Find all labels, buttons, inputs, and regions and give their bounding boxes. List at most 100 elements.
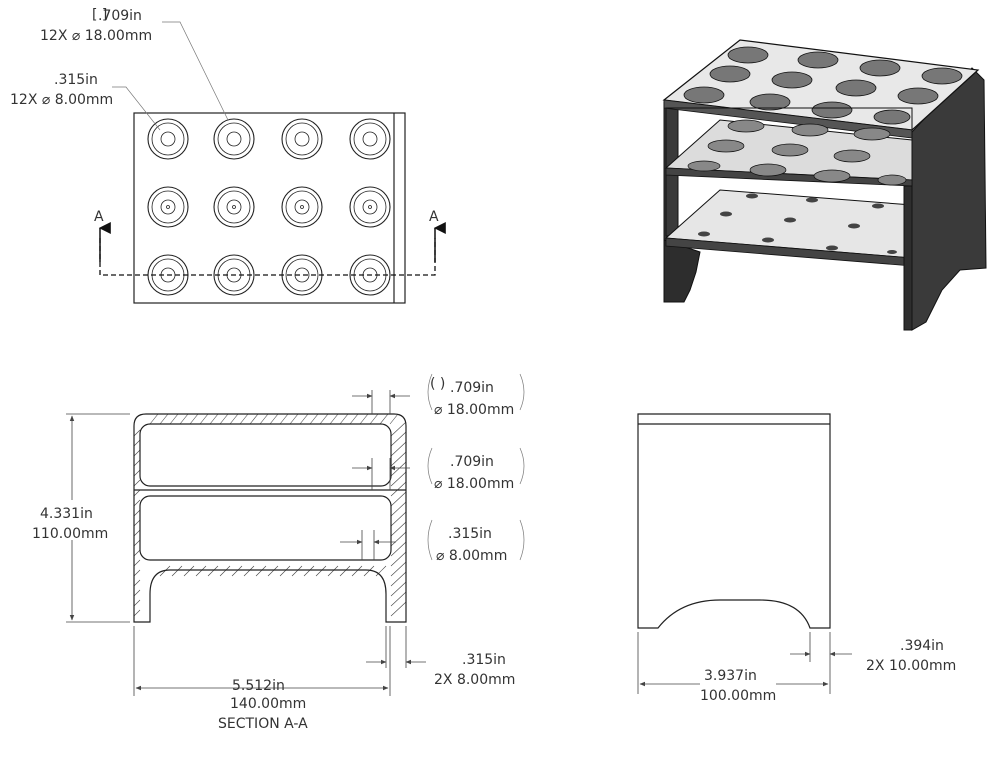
callout-small-mm: 12X ⌀ 8.00mm xyxy=(10,92,113,108)
top-hole xyxy=(213,118,255,160)
callout-large-in: .709in xyxy=(98,8,142,24)
hatch-line xyxy=(390,551,407,567)
hatch-line xyxy=(133,499,141,507)
hatch-line xyxy=(133,519,141,527)
top-hole xyxy=(281,118,323,160)
hatch-line xyxy=(369,413,379,425)
hatch-line xyxy=(133,439,141,447)
hatch-line xyxy=(255,565,267,577)
hatch-line xyxy=(133,589,141,597)
section-caption: SECTION A-A xyxy=(218,716,308,732)
hatch-line xyxy=(390,521,407,537)
hatch-line xyxy=(133,569,141,577)
hatch-line xyxy=(207,565,219,577)
callout-brackets xyxy=(427,373,525,561)
iso-left-foot xyxy=(663,239,701,303)
hatch-line xyxy=(390,451,407,467)
hatch-line xyxy=(133,489,141,497)
hatch-line xyxy=(249,413,259,425)
hatch-line xyxy=(133,479,141,487)
hatch-line xyxy=(390,501,407,517)
hatch-line xyxy=(133,559,141,567)
hole-top-mm: ⌀ 18.00mm xyxy=(434,402,514,418)
foot-in: .394in xyxy=(900,638,944,654)
hatch-line xyxy=(133,469,141,477)
section-lower-cavity xyxy=(139,495,392,561)
hatch-line xyxy=(269,413,279,425)
callout-large-mm: 12X ⌀ 18.00mm xyxy=(40,28,152,44)
side-width-label-bg xyxy=(700,664,776,704)
iso-top-holes xyxy=(683,46,963,125)
section-hatch xyxy=(133,413,407,617)
hatch-line xyxy=(199,413,209,425)
hatch-line xyxy=(133,429,141,437)
hatch-line xyxy=(243,565,255,577)
hatch-line xyxy=(351,565,363,577)
hatch-line xyxy=(179,413,189,425)
side-view: 3.937in 100.00mm .394in 2X 10.00mm xyxy=(637,413,956,704)
hole-mid-in: .709in xyxy=(450,454,494,470)
section-label-right: A xyxy=(429,209,439,225)
side-view-outline xyxy=(637,413,831,629)
hatch-line xyxy=(390,441,407,457)
hatch-line xyxy=(390,591,407,607)
hatch-line xyxy=(279,565,291,577)
hatch-line xyxy=(390,431,407,447)
hatch-line xyxy=(133,529,141,537)
top-view: A A [ ] .709in 12X ⌀ 18.00mm .315in 12X … xyxy=(10,7,446,304)
hatch-line xyxy=(259,413,269,425)
width-in: 5.512in xyxy=(232,678,285,694)
hatch-line xyxy=(303,565,315,577)
hatch-line xyxy=(219,413,229,425)
hatch-line xyxy=(309,413,319,425)
height-in: 4.331in xyxy=(40,506,93,522)
hatch-line xyxy=(133,459,141,467)
hatch-line xyxy=(315,565,327,577)
section-outline xyxy=(133,413,407,623)
hatch-line xyxy=(149,413,159,425)
hatch-line xyxy=(349,413,359,425)
iso-right-leg xyxy=(903,185,913,331)
top-hole xyxy=(147,186,189,228)
hatch-line xyxy=(390,581,407,597)
width-mm: 140.00mm xyxy=(230,696,306,712)
hatch-line xyxy=(289,413,299,425)
hatch-line xyxy=(363,565,375,577)
hatch-line xyxy=(390,561,407,577)
hatch-line xyxy=(169,413,179,425)
hatch-line xyxy=(390,481,407,497)
top-hole xyxy=(349,186,391,228)
section-view: 5.512in 140.00mm SECTION A-A 4.331in 110… xyxy=(32,373,525,732)
callout-small-in: .315in xyxy=(54,72,98,88)
hatch-line xyxy=(379,413,389,425)
hatch-line xyxy=(291,565,303,577)
hatch-line xyxy=(133,579,141,587)
hatch-line xyxy=(339,413,349,425)
hatch-line xyxy=(159,413,169,425)
top-view-holes xyxy=(147,118,391,296)
hatch-line xyxy=(390,601,407,617)
callout-small-leader xyxy=(112,86,161,131)
hatch-line xyxy=(133,609,141,617)
isometric-view xyxy=(662,39,987,331)
hatch-line xyxy=(375,565,387,577)
hatch-line xyxy=(390,571,407,587)
hatch-line xyxy=(229,413,239,425)
leg-mm: 2X 8.00mm xyxy=(434,672,515,688)
hole-top-bracket: ( ) xyxy=(430,376,445,392)
height-mm: 110.00mm xyxy=(32,526,108,542)
hatch-line xyxy=(231,565,243,577)
hatch-line xyxy=(279,413,289,425)
hatch-line xyxy=(219,565,231,577)
hatch-line xyxy=(390,531,407,547)
hatch-line xyxy=(133,509,141,517)
hatch-line xyxy=(327,565,339,577)
hatch-line xyxy=(209,413,219,425)
section-upper-cavity xyxy=(139,423,392,487)
iso-bottom-holes xyxy=(698,193,897,254)
hatch-line xyxy=(329,413,339,425)
hatch-line xyxy=(390,471,407,487)
hatch-line xyxy=(389,413,399,425)
top-hole xyxy=(213,186,255,228)
